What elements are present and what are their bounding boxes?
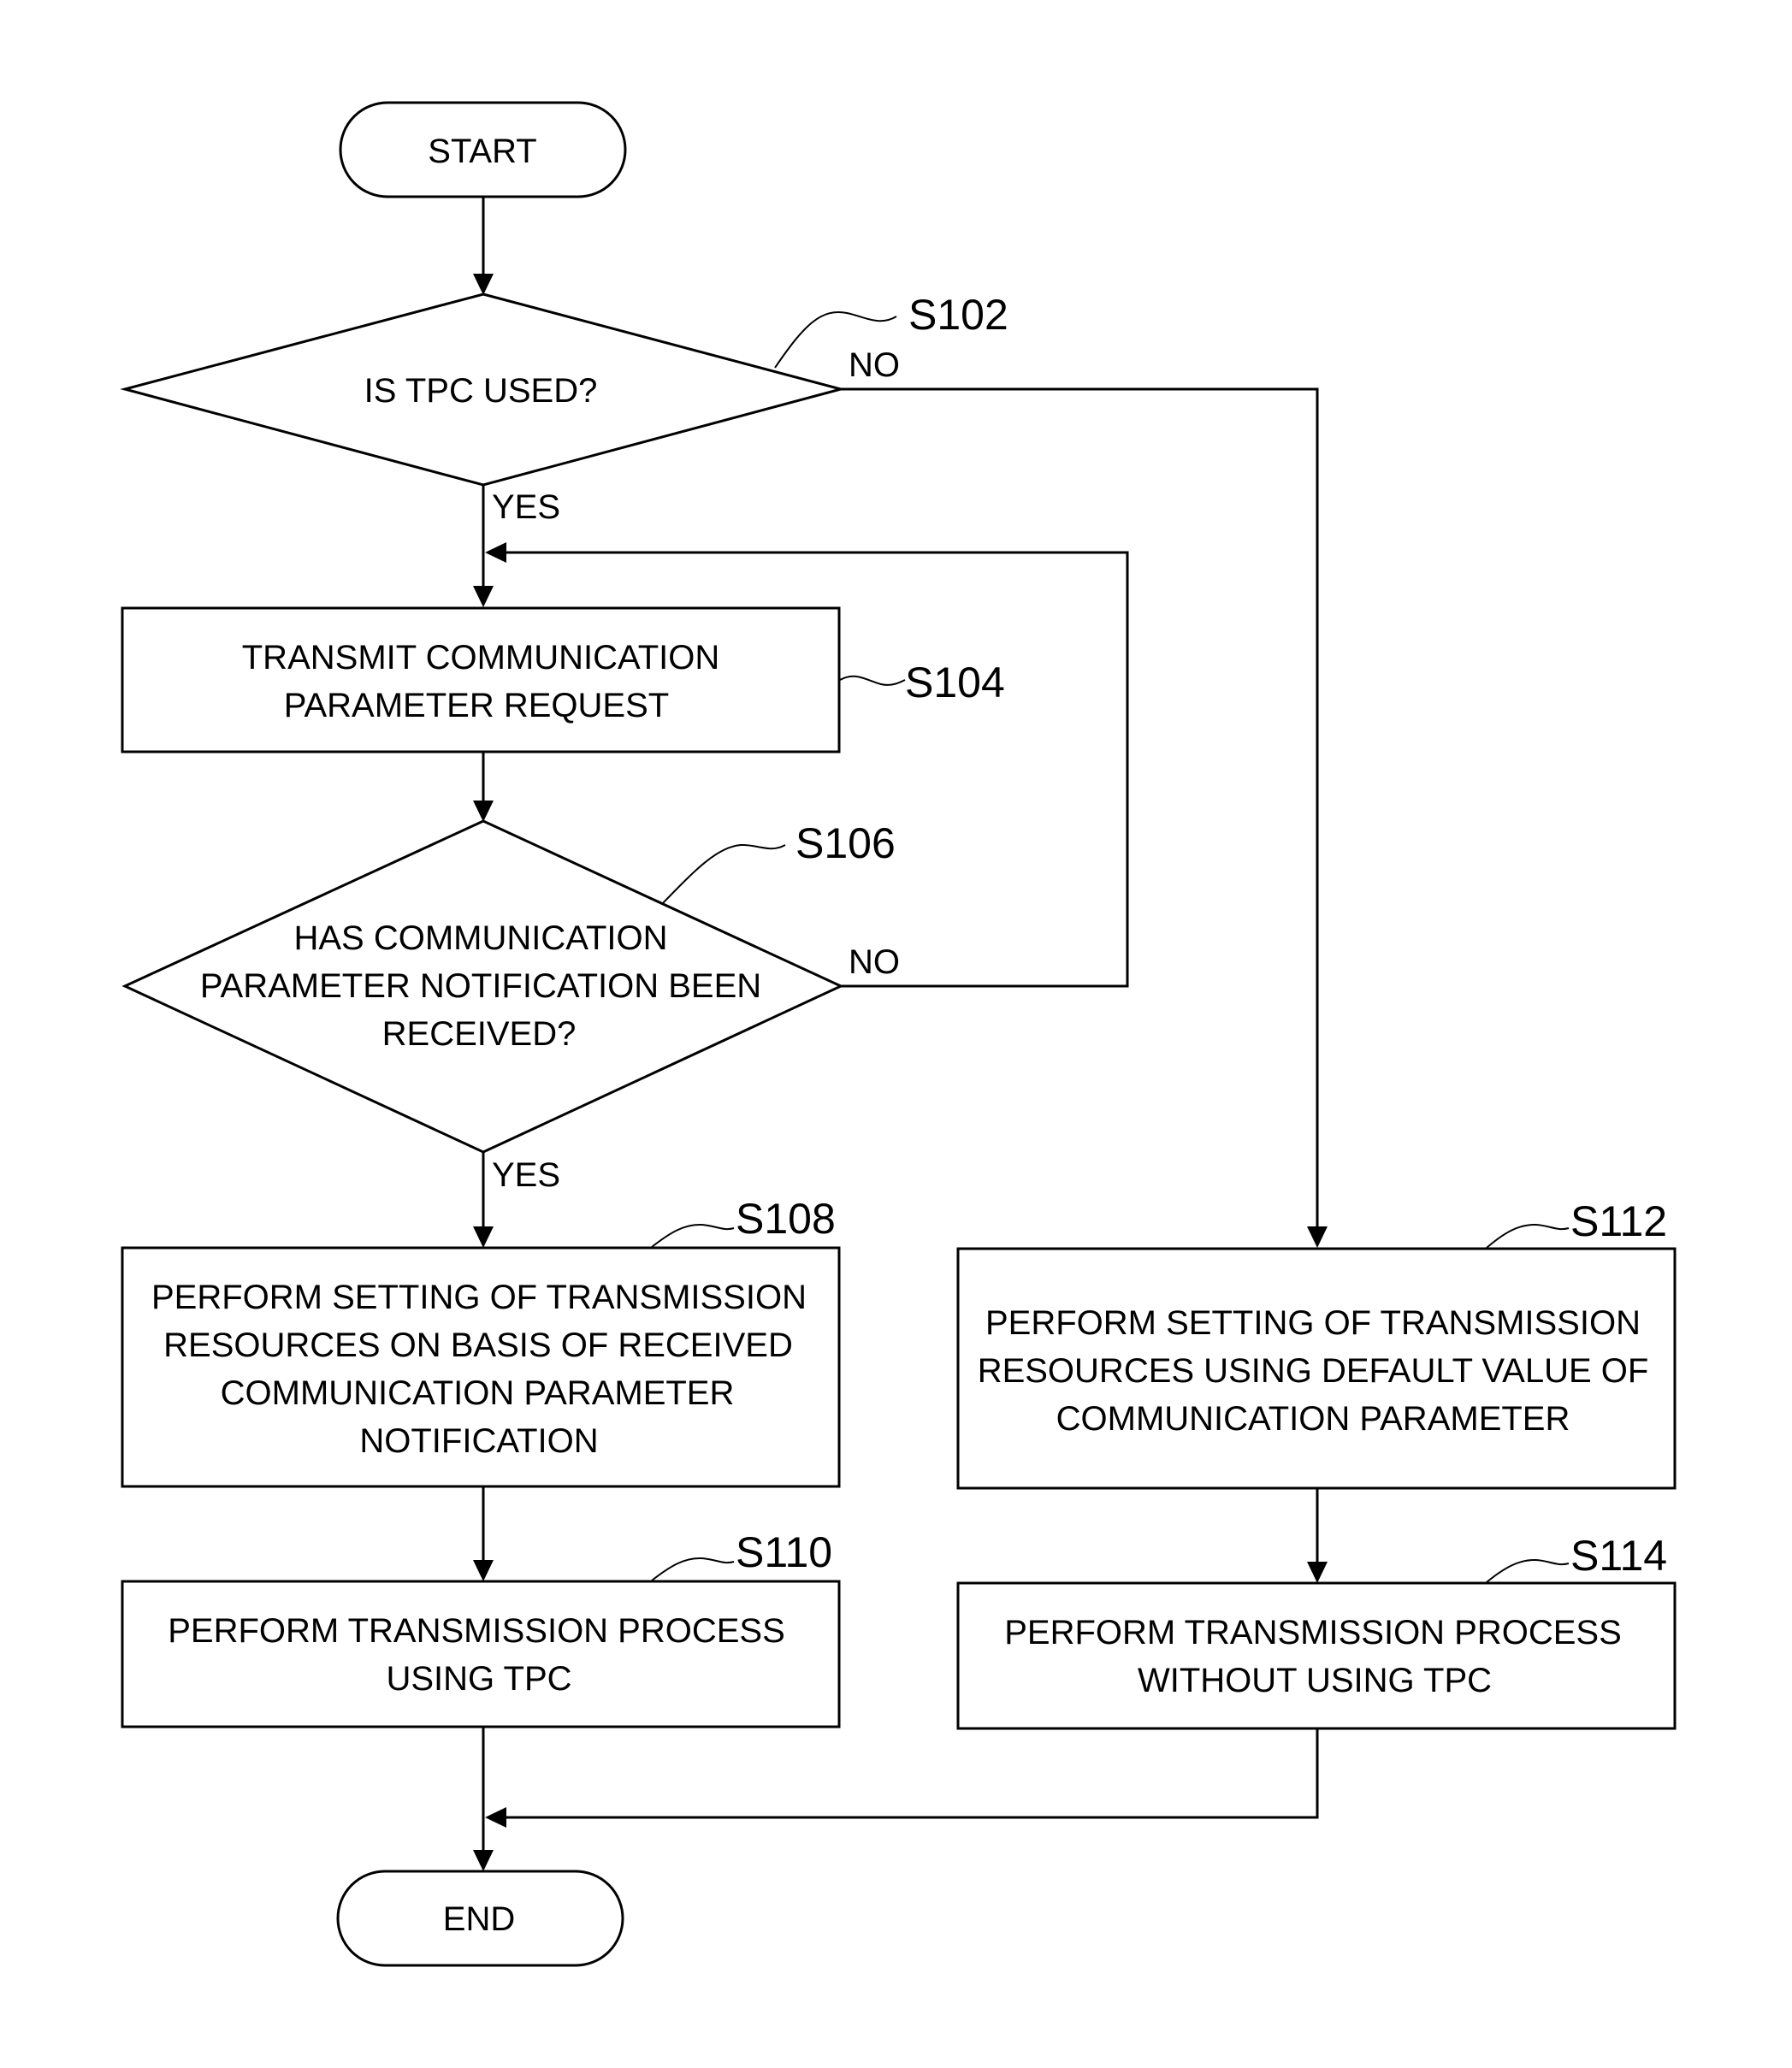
decision-s106: HAS COMMUNICATION PARAMETER NOTIFICATION… bbox=[125, 819, 896, 1152]
s106-leader bbox=[662, 845, 785, 904]
s112-line-1: PERFORM SETTING OF TRANSMISSION bbox=[985, 1304, 1641, 1342]
s108-step-label: S108 bbox=[736, 1195, 836, 1243]
s114-leader bbox=[1487, 1560, 1569, 1582]
s104-step-label: S104 bbox=[905, 659, 1005, 706]
arrowhead-loop bbox=[485, 542, 506, 563]
edge-label-s102-no: NO bbox=[849, 346, 900, 384]
arrowhead-s104 bbox=[473, 586, 494, 607]
edge-s102-no bbox=[841, 389, 1317, 1231]
arrowhead-s112 bbox=[1307, 1226, 1328, 1248]
arrowhead-s114 bbox=[1307, 1562, 1328, 1583]
edge-label-s102-yes: YES bbox=[492, 488, 560, 526]
s112-line-2: RESOURCES USING DEFAULT VALUE OF bbox=[978, 1352, 1649, 1390]
arrowhead-s106 bbox=[473, 801, 494, 822]
s112-leader bbox=[1487, 1225, 1569, 1248]
start-label: START bbox=[428, 133, 536, 170]
s112-step-label: S112 bbox=[1570, 1197, 1667, 1245]
process-s110: PERFORM TRANSMISSION PROCESS USING TPC S… bbox=[122, 1528, 839, 1727]
arrowhead-s108 bbox=[473, 1226, 494, 1248]
s106-line-3: RECEIVED? bbox=[382, 1015, 577, 1053]
edge-label-s106-no: NO bbox=[849, 943, 900, 981]
end-terminal: END bbox=[338, 1871, 623, 1965]
s108-line-3: COMMUNICATION PARAMETER bbox=[221, 1374, 735, 1412]
s104-line-2: PARAMETER REQUEST bbox=[284, 687, 669, 724]
s104-line-1: TRANSMIT COMMUNICATION bbox=[242, 639, 720, 677]
s110-step-label: S110 bbox=[736, 1528, 832, 1576]
s110-line-1: PERFORM TRANSMISSION PROCESS bbox=[168, 1612, 785, 1650]
process-s104: TRANSMIT COMMUNICATION PARAMETER REQUEST… bbox=[122, 608, 1005, 752]
s112-line-3: COMMUNICATION PARAMETER bbox=[1056, 1400, 1570, 1438]
s114-line-1: PERFORM TRANSMISSION PROCESS bbox=[1004, 1614, 1622, 1651]
edge-label-s106-yes: YES bbox=[492, 1156, 560, 1194]
s102-step-label: S102 bbox=[908, 291, 1008, 339]
start-terminal: START bbox=[340, 103, 625, 197]
s108-line-4: NOTIFICATION bbox=[359, 1422, 598, 1460]
s114-step-label: S114 bbox=[1570, 1532, 1667, 1580]
end-label: END bbox=[443, 1900, 515, 1938]
s106-step-label: S106 bbox=[795, 819, 896, 867]
s106-line-1: HAS COMMUNICATION bbox=[293, 919, 667, 957]
s110-leader bbox=[652, 1558, 734, 1581]
s104-leader bbox=[840, 677, 905, 685]
s106-line-2: PARAMETER NOTIFICATION BEEN bbox=[200, 967, 761, 1005]
edge-s114-merge bbox=[505, 1729, 1317, 1817]
s108-line-2: RESOURCES ON BASIS OF RECEIVED bbox=[163, 1326, 793, 1364]
s108-line-1: PERFORM SETTING OF TRANSMISSION bbox=[151, 1279, 807, 1316]
s108-leader bbox=[652, 1225, 734, 1247]
arrowhead-merge bbox=[485, 1807, 506, 1828]
arrowhead-s102 bbox=[473, 274, 494, 295]
s102-line-1: IS TPC USED? bbox=[364, 372, 598, 410]
s114-line-2: WITHOUT USING TPC bbox=[1138, 1662, 1492, 1699]
s110-line-2: USING TPC bbox=[386, 1660, 571, 1698]
arrowhead-end bbox=[473, 1850, 494, 1871]
arrowhead-s110 bbox=[473, 1560, 494, 1581]
